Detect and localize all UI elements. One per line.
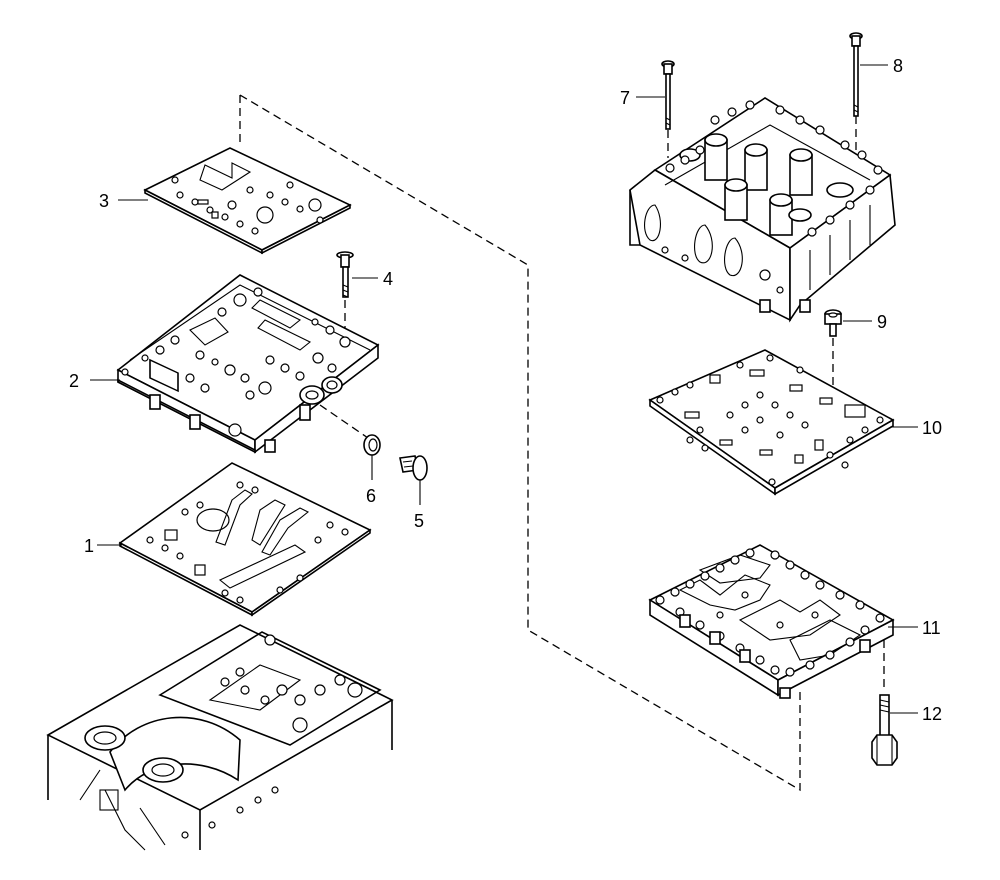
part-3-separator-plate: [143, 147, 352, 255]
callout-8: 8: [893, 56, 903, 76]
callout-7: 7: [620, 88, 630, 108]
assembly-guide-line: [239, 94, 801, 792]
part-10-intermediate-plate: [648, 349, 895, 496]
callout-11: 11: [922, 618, 941, 638]
callout-3: 3: [99, 191, 109, 211]
callout-6: 6: [366, 486, 376, 506]
callout-4: 4: [383, 269, 393, 289]
callout-1: 1: [84, 536, 94, 556]
callout-5: 5: [414, 511, 424, 531]
callout-10: 10: [922, 418, 942, 438]
part-2-valve-body: [116, 274, 380, 454]
part-7-bolt: [661, 60, 675, 130]
part-1-gasket-plate: [118, 462, 372, 617]
part-9-bolt: [824, 309, 842, 337]
callout-9: 9: [877, 312, 887, 332]
part-6-washer: [363, 434, 381, 456]
upper-valve-housing: [629, 97, 896, 323]
callout-12: 12: [922, 704, 942, 724]
transmission-housing: [46, 624, 394, 851]
part-11-lower-valve-plate: [648, 544, 895, 699]
callout-2: 2: [69, 371, 79, 391]
part-4-bolt: [336, 251, 354, 298]
part-12-hex-bolt: [871, 694, 898, 766]
part-5-plug: [399, 455, 428, 481]
part-8-bolt: [849, 32, 863, 117]
